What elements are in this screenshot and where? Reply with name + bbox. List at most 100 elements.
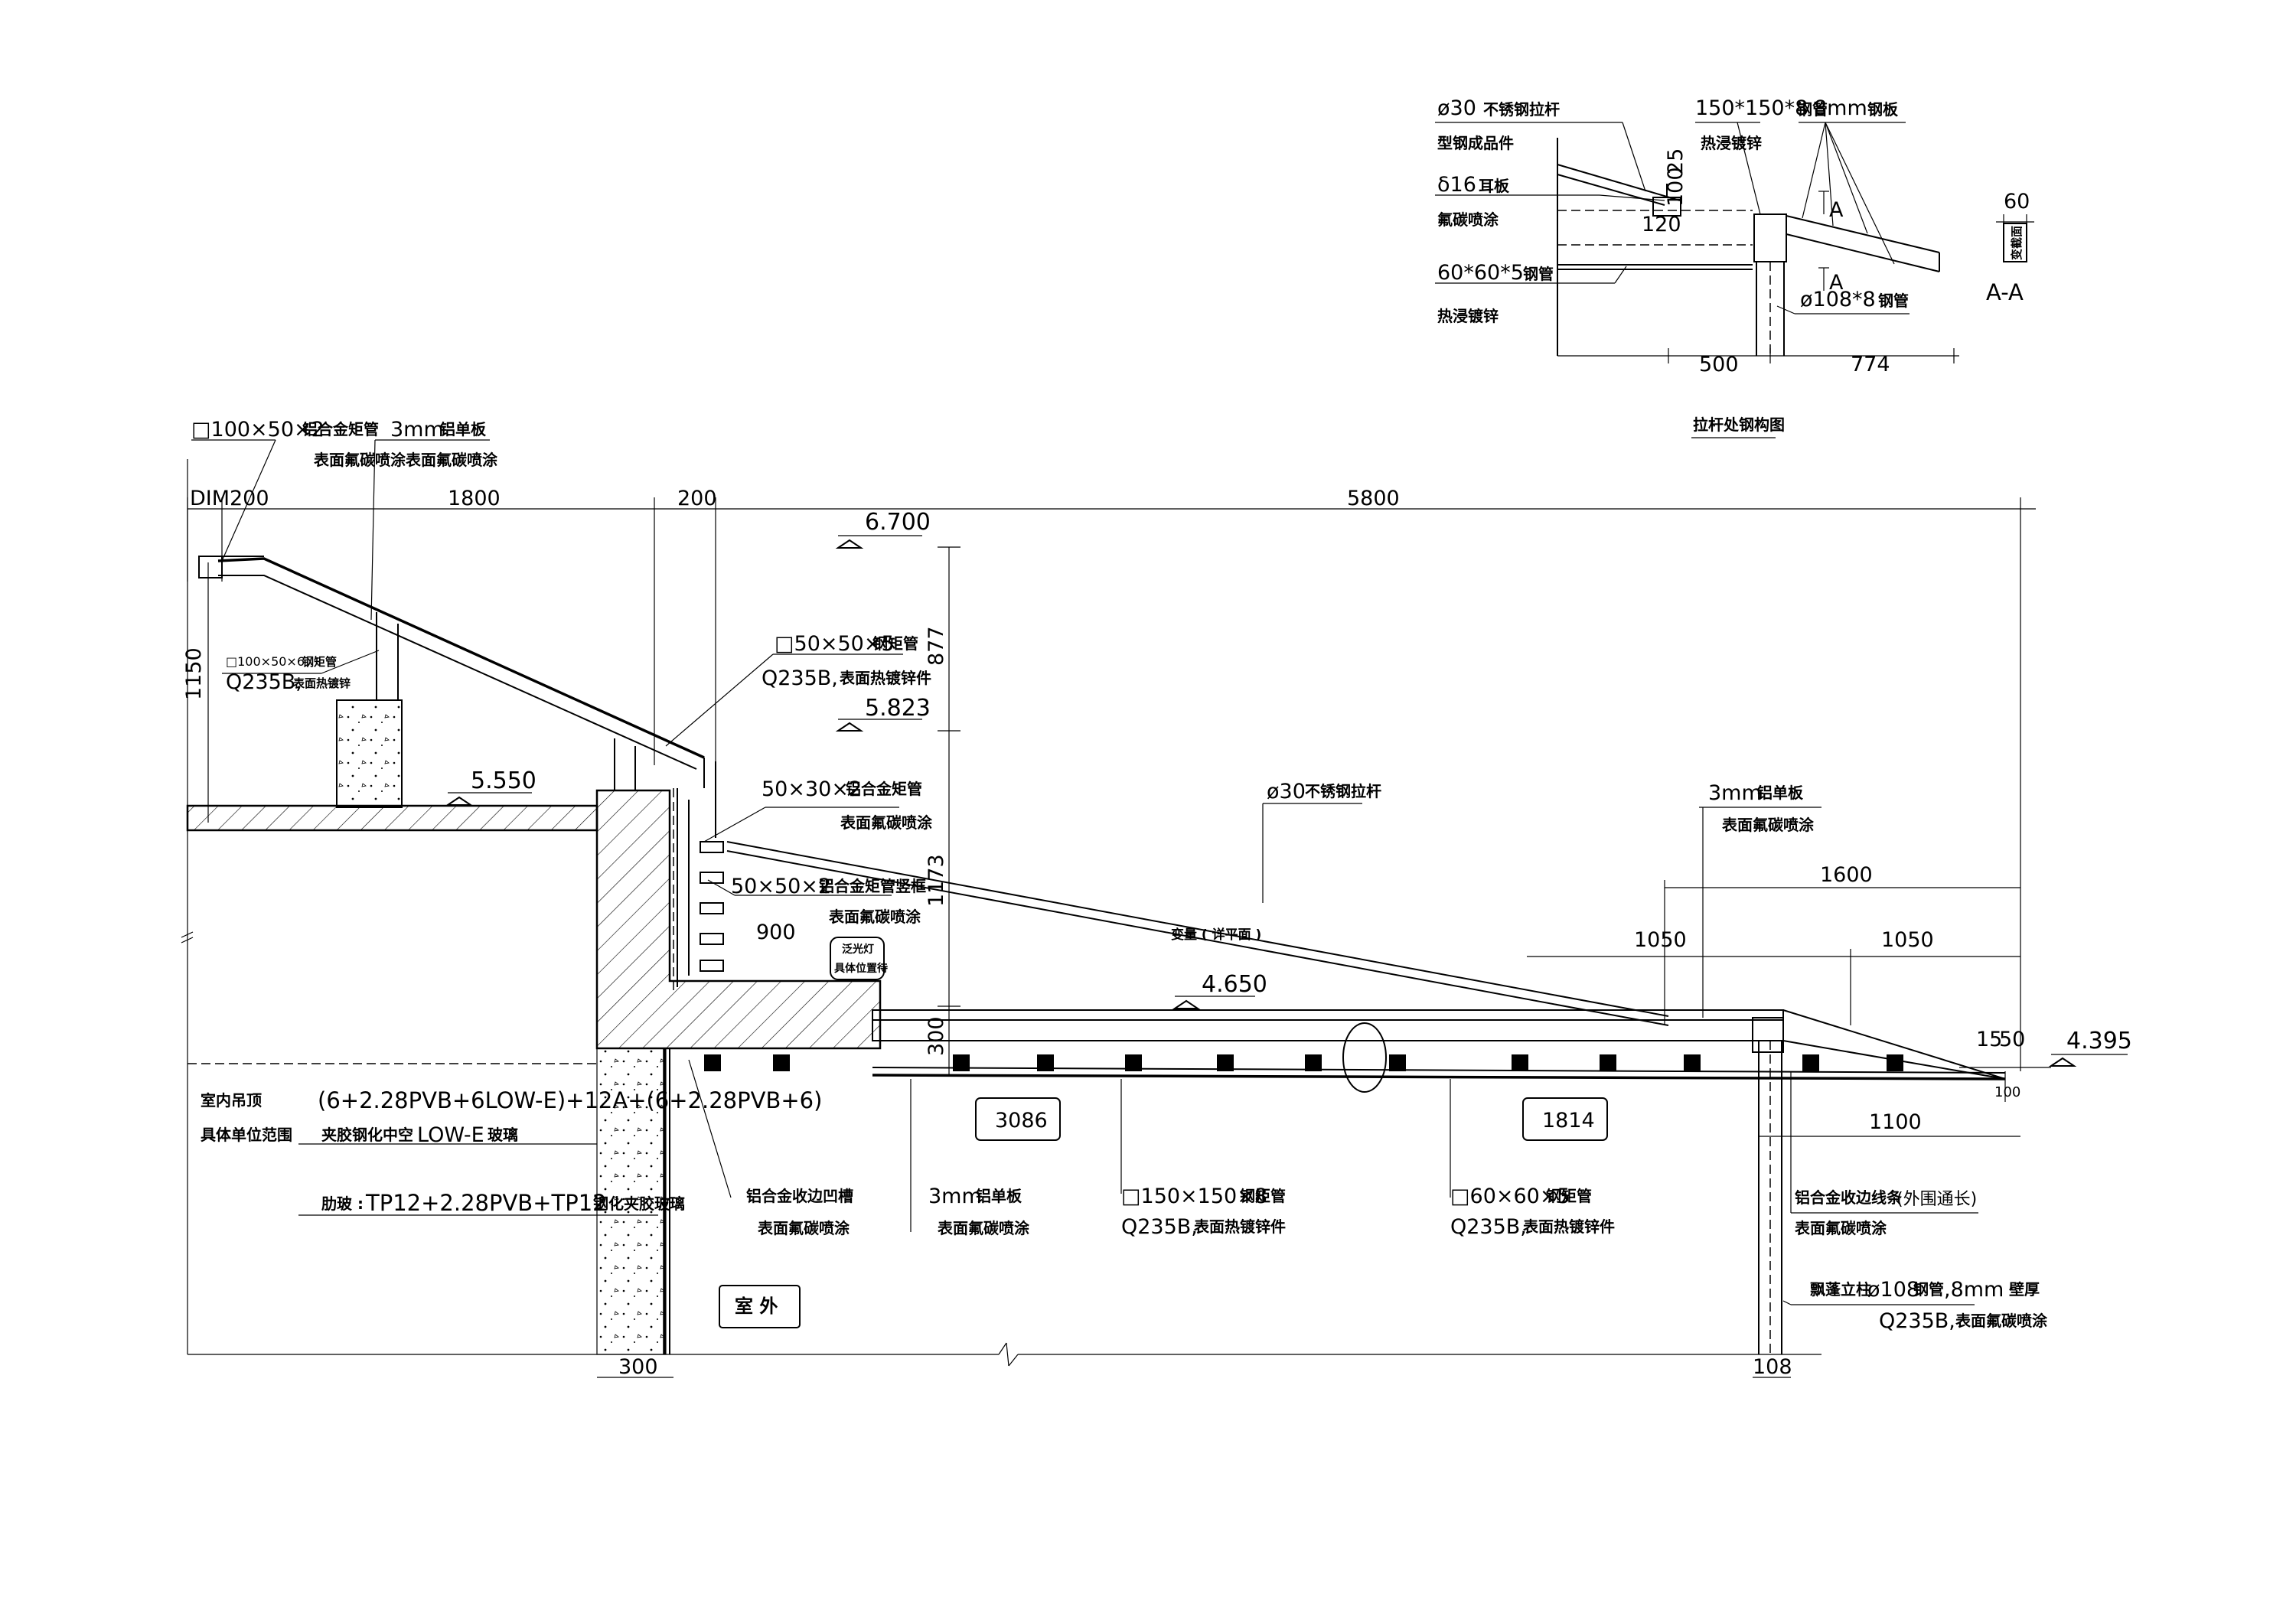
detail-tube-150-label-2: 热浸镀锌 [1701,134,1762,152]
dim-300-bottom: 300 [618,1355,658,1379]
detail-tube-60-size: 60*60*5 [1437,261,1524,285]
label-tube-60-q: Q235B, [1450,1215,1527,1239]
label-alum-edge-cn1: 铝合金收边凹槽 [746,1187,853,1205]
dim-label: DIM [190,487,230,510]
dim-50: 50 [1999,1028,2025,1051]
label-edge-strip-cn3: 表面氟碳喷涂 [1795,1219,1887,1237]
outdoor-label-box [719,1285,801,1328]
dim-200-left: 200 [230,487,269,510]
label-lamp-cn1: 泛光灯 [842,943,874,956]
detail-title: 拉杆处钢构图 [1693,416,1785,434]
label-3mm-bottom: 3mm [928,1185,982,1208]
main-section: DIM 200 1800 200 5800 1150 877 1173 900 … [181,418,2132,1379]
dim-1100: 1100 [1869,1110,1922,1134]
detail-rod-size: ø30 [1437,96,1476,120]
label-lamp-cn2: 具体位置待 [833,962,888,975]
level-5823: 5.823 [865,695,931,722]
label-tube-150: □150×150×8 [1121,1185,1267,1208]
label-column-q: Q235B, [1879,1309,1955,1333]
label-3mm-top-cn2: 表面氟碳喷涂 [314,451,406,469]
steel-detail: ø30 不锈钢拉杆 型钢成品件 150*150*8 钢管 热浸镀锌 8mm 钢板… [1435,96,2034,438]
label-tube-150-q: Q235B, [1121,1215,1198,1239]
detail-section-mark-a-lower: A [1829,271,1844,295]
dim-1173: 1173 [925,854,948,907]
label-tube-100x50x6-cn: 钢矩管 [302,655,337,669]
label-3mm-top-cn2-b: 表面氟碳喷涂 [406,451,498,469]
detail-dim-100: 100 [1664,167,1688,207]
label-3mm-right-cn2: 表面氟碳喷涂 [1722,816,1815,834]
detail-dim-120: 120 [1642,213,1681,236]
detail-tube-60-label: 钢管 [1523,265,1554,283]
label-column-cn3: 壁厚 [2009,1280,2040,1299]
label-3mm-bottom-cn2: 表面氟碳喷涂 [938,1219,1030,1237]
detail-pipe-108-label: 钢管 [1878,292,1909,310]
label-3mm-bottom-cn1: 铝单板 [976,1187,1022,1205]
label-50x30x2-cn1: 铝合金矩管 [846,780,922,798]
label-q235b-small-cn: 表面热镀锌 [293,676,351,690]
label-glass-spec: (6+2.28PVB+6LOW-E)+12A+(6+2.28PVB+6) [318,1087,822,1113]
dim-1800: 1800 [448,487,501,510]
label-column-cn: 飘蓬立柱 [1810,1280,1871,1299]
detail-rod-label: 不锈钢拉杆 [1483,100,1560,119]
detail-plate-label: 钢板 [1867,100,1899,119]
label-tube-100x50x2-cn: 铝合金矩管 [302,420,379,438]
dim-100: 100 [1994,1084,2020,1100]
aa-section-label: 变截面 [2010,226,2024,260]
dim-1050-left: 1050 [1634,928,1687,952]
dim-5800: 5800 [1347,487,1400,510]
aa-section-title: A-A [1986,279,2024,305]
detail-dim-25: 25 [1664,148,1688,174]
label-outdoor: 室 外 [735,1295,778,1317]
label-column-cn2: 钢管 [1913,1280,1944,1299]
dim-900: 900 [756,921,796,944]
label-tube-60-cn: 钢矩管 [1546,1187,1592,1205]
detail-ear-label-2: 氟碳喷涂 [1437,210,1499,229]
span-box-1814 [1522,1097,1608,1141]
detail-rod-label-2: 型钢成品件 [1437,134,1514,152]
label-tube-50x50x5: □50×50×5 [775,632,895,656]
label-50x50x2: 50×50×2 [731,875,831,898]
label-tube-50x50x5-q-cn: 表面热镀锌件 [840,669,931,687]
label-tube-50x50x5-cn: 钢矩管 [872,634,918,653]
label-3mm-top-cn1: 铝单板 [440,420,487,438]
dim-108-bottom: 108 [1753,1355,1792,1379]
label-edge-strip-cn2: (外围通长) [1896,1190,1977,1209]
detail-tube-150-label: 钢管 [1797,100,1828,119]
dim-877: 877 [925,626,948,666]
level-4650: 4.650 [1202,971,1267,998]
span-1814: 1814 [1542,1109,1595,1133]
detail-section-mark-a-upper: A [1829,198,1844,222]
span-box-3086 [975,1097,1061,1141]
label-3mm-top: 3mm [390,418,444,442]
label-tube-60: □60×60×5 [1450,1185,1570,1208]
span-3086: 3086 [995,1109,1048,1133]
label-rod-cn: 不锈钢拉杆 [1305,782,1381,800]
label-column-size: ø108 [1867,1278,1919,1302]
level-4395: 4.395 [2066,1028,2132,1054]
dim-300-vertical: 300 [925,1016,948,1056]
detail-ear-label: 耳板 [1479,177,1510,195]
label-50x30x2: 50×30×2 [762,777,862,801]
dim-1150: 1150 [182,647,206,700]
detail-dim-500: 500 [1699,353,1739,376]
label-50x30x2-cn2: 表面氟碳喷涂 [840,813,933,832]
label-50x50x2-cn2: 表面氟碳喷涂 [829,908,921,926]
detail-pipe-108-size: ø108*8 [1800,288,1876,311]
label-fin-glass-spec: TP12+2.28PVB+TP12 [365,1190,607,1216]
lamp-note-box [830,937,885,980]
aa-section-dim-60: 60 [2004,190,2030,213]
label-edge-strip-cn1: 铝合金收边线条 [1795,1188,1903,1207]
detail-ear-size: δ16 [1437,173,1476,197]
detail-plate-size: 8mm [1814,96,1867,120]
level-6700: 6.700 [865,509,931,536]
label-variable: 变量 ( 详平面 ) [1171,927,1261,943]
label-3mm-right-cn1: 铝单板 [1757,784,1804,802]
level-5550: 5.550 [471,768,536,794]
label-alum-edge-cn2: 表面氟碳喷涂 [758,1219,850,1237]
label-tube-150-cn: 钢矩管 [1240,1187,1286,1205]
detail-dim-774: 774 [1851,353,1890,376]
label-tube-50x50x5-q: Q235B, [762,666,838,690]
dim-15: 15 [1976,1028,2002,1051]
label-tube-60-q-cn: 表面热镀锌件 [1523,1217,1615,1236]
